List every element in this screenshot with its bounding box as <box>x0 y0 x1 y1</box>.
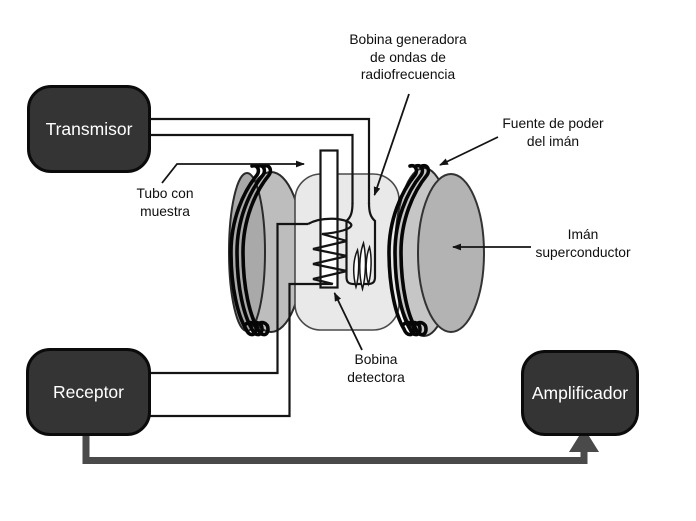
rf-element <box>365 244 372 287</box>
transmitter-wire-inner <box>145 133 354 204</box>
right-magnet-coil <box>387 163 431 337</box>
left-magnet-coil <box>229 163 273 337</box>
receiver-wires <box>145 222 332 418</box>
label-line: muestra <box>140 203 190 219</box>
receiver-box: Receptor <box>26 348 151 436</box>
label-line: Bobina generadora <box>349 32 467 47</box>
label-detector-coil: Bobina detectora <box>306 351 446 386</box>
left-magnet-edge <box>228 172 266 332</box>
coil-strand <box>393 163 425 337</box>
amplifier-box: Amplificador <box>521 350 639 436</box>
label-sample-tube: Tubo con muestra <box>115 185 215 220</box>
receiver-wire-bottom <box>145 282 332 418</box>
label-rf-generator-coil: Bobina generadora de ondas de radiofrecu… <box>328 31 488 84</box>
label-line: detectora <box>347 369 405 385</box>
receiver-wire-top <box>145 222 308 375</box>
rf-element <box>359 240 367 292</box>
transmitter-wires <box>145 117 371 204</box>
transmitter-wire-outer <box>145 117 371 204</box>
label-pointers <box>161 93 531 351</box>
label-line: del imán <box>526 133 580 149</box>
pointer-sample-tube <box>161 160 305 184</box>
label-line: de ondas de <box>370 49 446 65</box>
label-line: radiofrecuencia <box>360 67 456 82</box>
rf-coil-elements <box>353 240 372 292</box>
receiver-box-label: Receptor <box>52 381 124 402</box>
label-line: superconductor <box>535 244 631 260</box>
amplifier-box-label: Amplificador <box>531 382 629 403</box>
transmitter-box-label: Transmisor <box>45 118 133 139</box>
label-superconducting-magnet: Imán superconductor <box>503 226 663 261</box>
left-magnet <box>228 171 304 333</box>
coil-strand <box>235 163 267 337</box>
label-line: Imán <box>567 227 599 242</box>
pointer-detector-coil <box>333 292 363 351</box>
rf-element <box>353 247 360 290</box>
pointer-rf-coil <box>373 93 410 196</box>
pointer-power-source <box>439 136 499 166</box>
signal-arrowhead-icon <box>569 428 599 452</box>
signal-line-to-amplifier <box>82 428 599 464</box>
label-line: Bobina <box>354 352 398 367</box>
right-magnet-face <box>417 173 485 333</box>
label-magnet-power-source: Fuente de poder del imán <box>478 115 628 150</box>
label-line: Tubo con <box>136 186 194 201</box>
coil-strand <box>241 163 273 337</box>
coil-strand <box>399 163 431 337</box>
transmitter-box: Transmisor <box>27 85 151 173</box>
signal-line <box>82 429 588 464</box>
label-line: Fuente de poder <box>502 116 604 131</box>
rf-generator-coil <box>345 202 377 292</box>
detector-coil-spring <box>307 217 353 286</box>
